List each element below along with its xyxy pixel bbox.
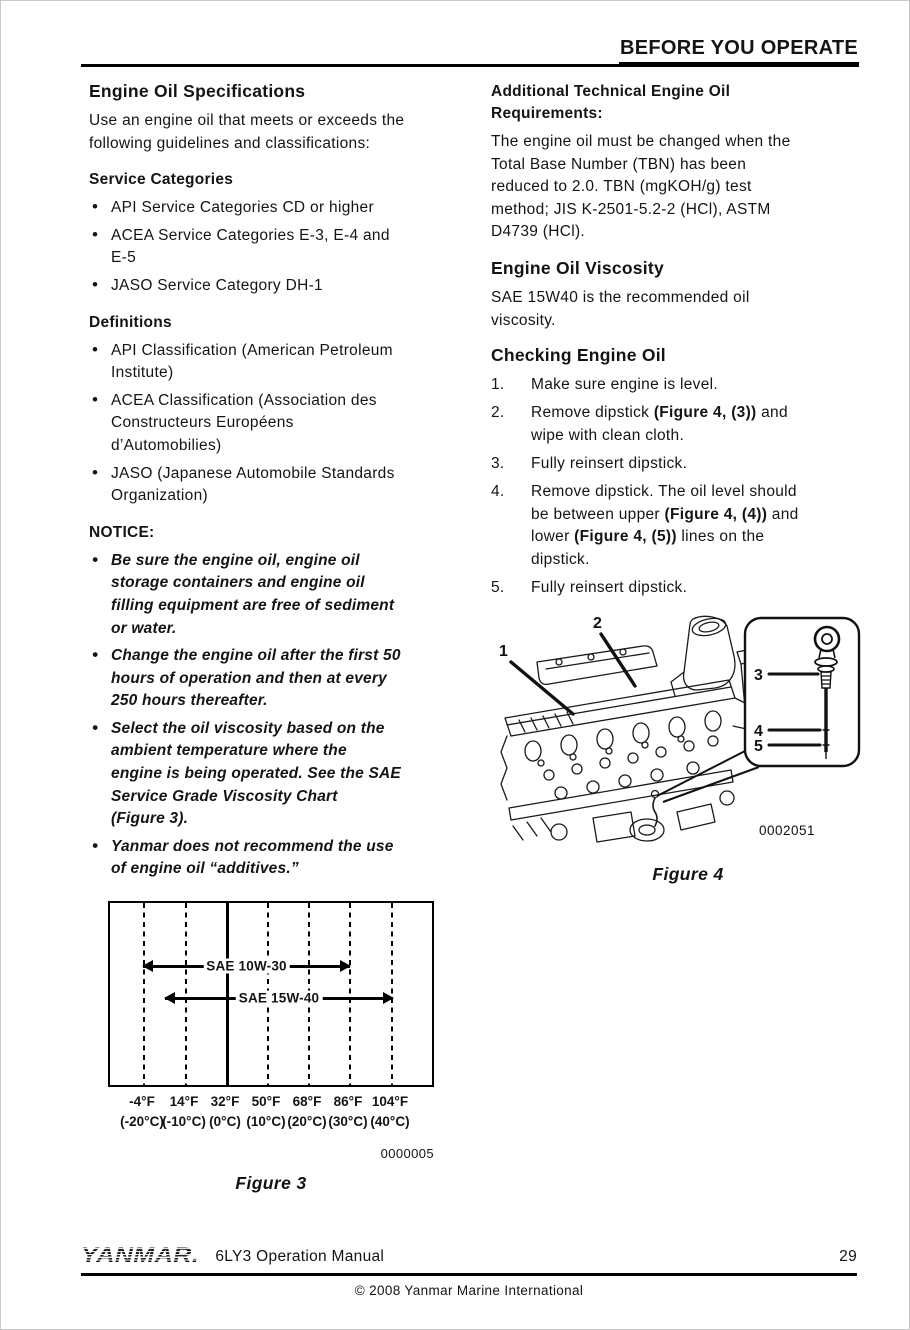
definitions-list: API Classification (American Petroleum I… [89, 339, 465, 508]
callout-1-leader [509, 659, 575, 716]
notice-item: Be sure the engine oil, engine oil stora… [89, 549, 465, 640]
inset-pointer-wedge [656, 748, 760, 803]
intro-paragraph: Use an engine oil that meets or exceeds … [89, 112, 405, 152]
chart-x-axis-labels: -4°F(-20°C) 14°F(-10°C) 32°F(0°C) 50°F(1… [108, 1092, 434, 1138]
list-item: JASO (Japanese Automobile Standards Orga… [89, 462, 465, 508]
checking-step-1: 1. Make sure engine is level. [491, 374, 875, 397]
engine-oil-specifications-heading: Engine Oil Specifications [89, 81, 306, 101]
list-item: API Classification (American Petroleum I… [89, 339, 465, 385]
callout-leader-lines [509, 631, 637, 716]
right-column: Additional Technical Engine Oil Requirem… [491, 81, 875, 885]
viscosity-chart-figure3: SAE 10W-30 SAE 15W-40 -4°F(-20°C) 14°F(-… [108, 901, 434, 1194]
figure3-id: 0000005 [380, 1146, 434, 1162]
chart-plot-area: SAE 10W-30 SAE 15W-40 [108, 901, 434, 1088]
notice-item: Change the engine oil after the first 50… [89, 644, 465, 713]
notice-list: Be sure the engine oil, engine oil stora… [89, 549, 465, 881]
checking-step-2: 2. Remove dipstick (Figure 4, (3)) and w… [491, 402, 875, 447]
axis-tick: 104°F(40°C) [370, 1094, 410, 1130]
engine-oil-viscosity-heading: Engine Oil Viscosity [491, 257, 664, 278]
axis-tick: 86°F(30°C) [328, 1094, 368, 1130]
gridline-14f [184, 903, 187, 1086]
series-label-sae-15w40: SAE 15W-40 [235, 990, 323, 1006]
left-column: Engine Oil Specifications Use an engine … [89, 81, 465, 1194]
gridline-86f [348, 903, 351, 1086]
checking-step-4: 4. Remove dipstick. The oil level should… [491, 481, 875, 571]
step-text: Fully reinsert dipstick. [531, 454, 688, 472]
step-number: 4. [491, 483, 505, 501]
callout-3-label: 3 [754, 667, 763, 684]
series-label-sae-10w30: SAE 10W-30 [203, 958, 290, 974]
service-categories-heading: Service Categories [89, 171, 234, 189]
list-item: ACEA Service Categories E-3, E-4 and E-5 [89, 224, 465, 270]
gridline-32f-freezing [225, 903, 229, 1086]
checking-engine-oil-heading: Checking Engine Oil [491, 345, 666, 366]
list-item: API Service Categories CD or higher [89, 196, 465, 220]
dipstick-drawing [813, 625, 841, 759]
step-text: Remove dipstick (Figure 4, (3)) and wipe… [531, 404, 788, 444]
callout-2-leader [599, 631, 637, 688]
step-number: 2. [491, 404, 505, 422]
callout-4-label: 4 [754, 723, 763, 740]
footer-rule-row: YANMAR. 6LY3 Operation Manual 29 [81, 1239, 857, 1276]
page-title: BEFORE YOU OPERATE [618, 37, 859, 65]
page-header: BEFORE YOU OPERATE [81, 37, 859, 71]
axis-tick: 32°F(0°C) [209, 1094, 241, 1130]
step-text: Remove dipstick. The oil level should be… [531, 483, 799, 568]
definitions-heading: Definitions [89, 313, 172, 331]
dipstick-leader-lines [767, 672, 822, 746]
yanmar-logo: YANMAR. [81, 1243, 200, 1268]
manual-title: 6LY3 Operation Manual [215, 1248, 385, 1265]
axis-tick: 68°F(20°C) [287, 1094, 327, 1130]
figure4-caption: Figure 4 [652, 863, 724, 884]
engine-line-art [500, 615, 762, 843]
range-arrow-sae-15w40: SAE 15W-40 [164, 990, 394, 1006]
step-number: 1. [491, 376, 505, 394]
callout-1-label: 1 [499, 643, 508, 660]
dipstick-inset: 3 4 5 [743, 616, 861, 767]
figure3-caption: Figure 3 [235, 1173, 307, 1194]
notice-item: Select the oil viscosity based on the am… [89, 717, 465, 831]
page-number: 29 [839, 1248, 857, 1265]
gridline-minus4f [142, 903, 145, 1086]
additional-requirements-heading: Additional Technical Engine Oil Requirem… [491, 83, 731, 122]
checking-step-3: 3. Fully reinsert dipstick. [491, 453, 875, 476]
figure4-id: 0002051 [759, 823, 815, 838]
page-footer: YANMAR. 6LY3 Operation Manual 29 © 2008 … [81, 1239, 857, 1298]
notice-item: Yanmar does not recommend the use of eng… [89, 835, 465, 881]
checking-steps-list: 1. Make sure engine is level. 2. Remove … [491, 374, 875, 599]
viscosity-paragraph: SAE 15W40 is the recommended oil viscosi… [491, 288, 750, 329]
step-number: 3. [491, 454, 505, 472]
figure4-engine-diagram: 1 2 [497, 612, 879, 885]
list-item: ACEA Classification (Association des Con… [89, 389, 465, 458]
header-rule [81, 64, 859, 67]
axis-tick: -4°F(-20°C) [120, 1094, 164, 1130]
callout-5-label: 5 [754, 738, 763, 755]
step-number: 5. [491, 578, 505, 596]
axis-tick: 50°F(10°C) [246, 1094, 286, 1130]
checking-step-5: 5. Fully reinsert dipstick. [491, 577, 875, 600]
copyright-notice: © 2008 Yanmar Marine International [354, 1283, 584, 1298]
step-text: Make sure engine is level. [531, 376, 719, 394]
list-item: JASO Service Category DH-1 [89, 274, 465, 298]
notice-heading: NOTICE: [89, 523, 155, 541]
step-text: Fully reinsert dipstick. [531, 578, 688, 596]
service-categories-list: API Service Categories CD or higher ACEA… [89, 196, 465, 298]
axis-tick: 14°F(-10°C) [162, 1094, 206, 1130]
additional-requirements-paragraph: The engine oil must be changed when the … [491, 133, 791, 241]
callout-2-label: 2 [593, 615, 602, 632]
range-arrow-sae-10w30: SAE 10W-30 [142, 958, 351, 974]
engine-dipstick-diagram: 1 2 [499, 615, 861, 843]
